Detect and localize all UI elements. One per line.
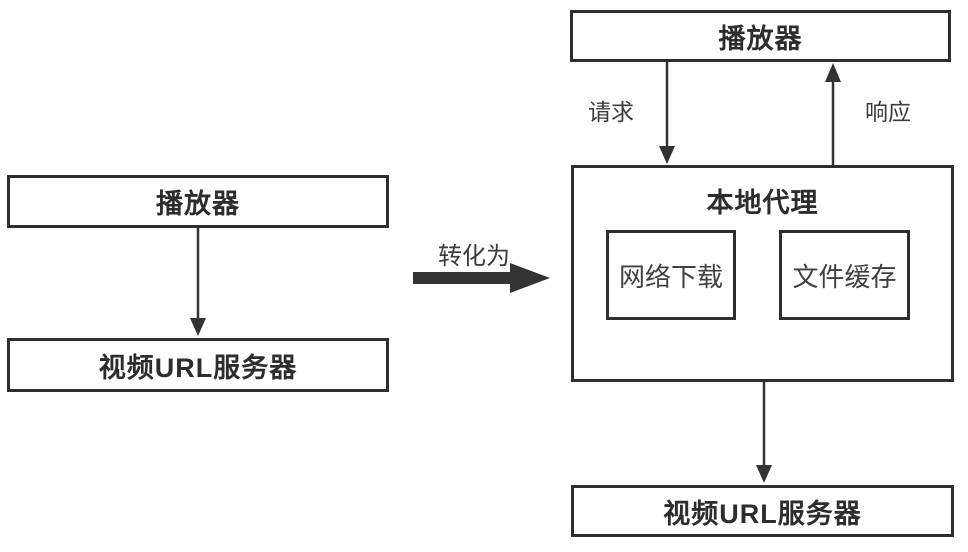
response-edge-label: 响应 (865, 99, 911, 125)
before-player-box: 播放器 (7, 175, 389, 228)
before-video-url-server-label: 视频URL服务器 (98, 352, 298, 383)
network-download-box: 网络下载 (606, 230, 736, 320)
file-cache-box: 文件缓存 (779, 230, 910, 320)
network-download-label: 网络下载 (618, 261, 723, 292)
response-arrow (825, 63, 841, 165)
after-player-box: 播放器 (570, 10, 951, 62)
before-video-url-server-box: 视频URL服务器 (7, 338, 389, 392)
request-arrow (659, 62, 675, 164)
after-video-url-server-label: 视频URL服务器 (663, 498, 862, 529)
before-player-to-server-arrow (190, 228, 206, 336)
local-proxy-box: 本地代理 网络下载 文件缓存 (571, 165, 954, 382)
before-player-label: 播放器 (156, 189, 240, 219)
local-proxy-label: 本地代理 (706, 188, 819, 218)
proxy-to-server-arrow (756, 382, 772, 483)
request-edge-label: 请求 (588, 99, 634, 125)
after-player-label: 播放器 (718, 23, 803, 54)
transform-arrow-label: 转化为 (438, 243, 510, 270)
file-cache-label: 文件缓存 (792, 261, 897, 292)
after-video-url-server-box: 视频URL服务器 (571, 485, 954, 537)
